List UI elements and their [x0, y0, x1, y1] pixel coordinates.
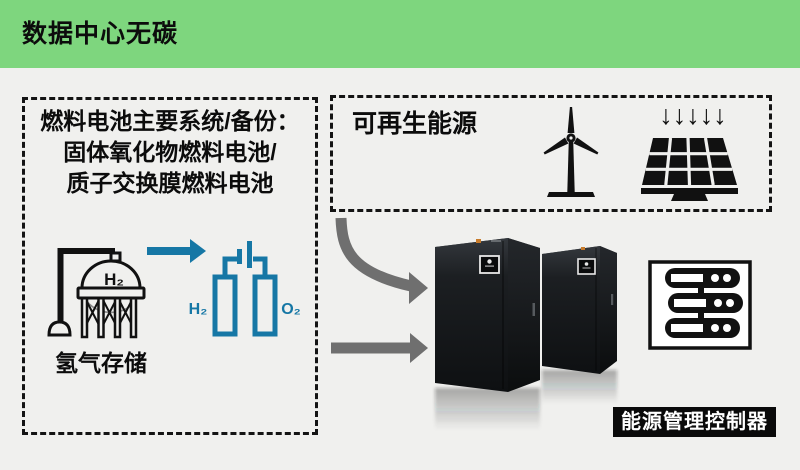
cabinet-2-screen [577, 258, 596, 275]
fuel-cell-diagram: H₂ H₂ O₂ [47, 239, 301, 339]
h2-cylinder [212, 274, 238, 337]
fuel-cell-box [22, 97, 318, 435]
cabinet-2-handle [611, 294, 614, 305]
hydrogen-storage-caption: 氢气存储 [55, 350, 147, 376]
tank-leg-braces [85, 299, 133, 326]
ups-cabinet-2 [542, 246, 617, 374]
hydrogen-tank-icon: H₂ [47, 248, 146, 339]
solar-panel-icon [641, 137, 738, 201]
renewable-flow-arrow-icon [335, 217, 428, 304]
cabinet-1-reflection [435, 388, 540, 430]
fuel-cell-title-line-2: 固体氧化物燃料电池/ [63, 139, 277, 165]
cabinet-2-reflection [542, 370, 617, 404]
flow-arrows [331, 217, 428, 363]
tank-pipe [57, 248, 115, 321]
page-title: 数据中心无碳 [22, 20, 179, 48]
server-unit-1 [665, 268, 740, 288]
h2-pipe [222, 256, 238, 278]
tank-dome [80, 259, 142, 290]
server-rack-icon [648, 260, 752, 350]
o2-pipe [253, 256, 268, 278]
fuel-cell-cylinders-icon: H₂ O₂ [189, 241, 301, 337]
fuelcell-flow-arrow-icon [331, 333, 428, 363]
header-bar: 数据中心无碳 [0, 0, 800, 68]
conversion-arrow-icon [147, 239, 206, 263]
energy-controller-label: 能源管理控制器 [613, 407, 776, 437]
tank-h2-label: H₂ [104, 270, 124, 289]
fuel-cell-title: 燃料电池主要系统/备份： 固体氧化物燃料电池/ 质子交换膜燃料电池 [24, 106, 316, 199]
sunlight-arrows-icon: ↓↓↓↓↓ [659, 100, 727, 130]
cabinet-1-brand-mark [476, 239, 481, 243]
renewable-title: 可再生能源 [352, 110, 478, 138]
server-unit-2 [668, 293, 743, 313]
cabinet-1-handle [532, 303, 535, 316]
ups-cabinets [435, 238, 617, 430]
tank-band [76, 286, 146, 300]
fuel-cell-title-line-3: 质子交换膜燃料电池 [66, 170, 274, 196]
wind-turbine-icon [543, 107, 599, 197]
renewable-box [330, 95, 772, 212]
h2-cylinder-label: H₂ [189, 301, 208, 318]
cabinet-1-screen [479, 255, 500, 274]
fuel-cell-title-line-1: 燃料电池主要系统/备份： [40, 108, 300, 134]
server-unit-3 [665, 318, 740, 338]
ups-cabinet-1 [435, 238, 540, 392]
pipe-base [47, 320, 72, 337]
cabinet-2-brand-mark [581, 247, 585, 250]
o2-cylinder-label: O₂ [281, 301, 301, 318]
o2-cylinder [252, 274, 278, 337]
